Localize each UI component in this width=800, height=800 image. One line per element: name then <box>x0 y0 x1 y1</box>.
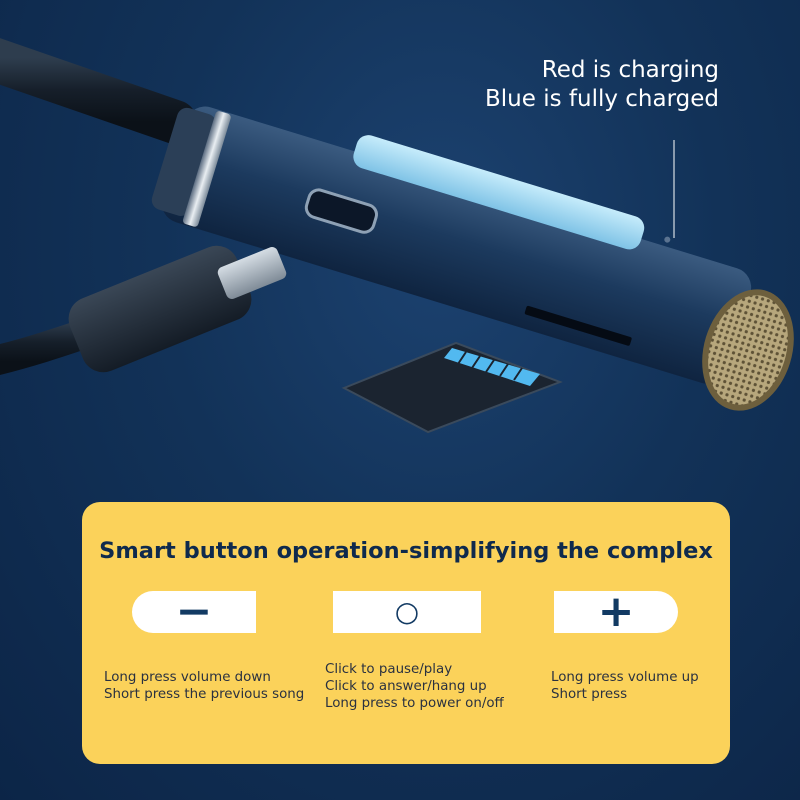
description-line: Click to pause/play <box>325 662 453 677</box>
controller-body <box>151 106 752 384</box>
tf-card-slot <box>524 305 632 346</box>
circle-icon: ○ <box>394 595 420 628</box>
description-line: Click to answer/hang up <box>325 679 487 694</box>
indicator-charged-text: Blue is fully charged <box>485 86 719 112</box>
description-line: Long press volume down <box>104 670 271 685</box>
play-pause-button[interactable]: ○ <box>333 591 481 633</box>
micro-sd-card <box>341 341 563 434</box>
indicator-charging-text: Red is charging <box>541 57 719 83</box>
indicator-note: Red is charging Blue is fully charged <box>485 56 719 114</box>
minus-icon: − <box>175 586 213 637</box>
usb-charging-cable <box>0 245 287 375</box>
plus-icon: + <box>597 586 635 637</box>
button-guide-panel: Smart button operation-simplifying the c… <box>82 502 730 764</box>
indicator-light <box>664 236 671 243</box>
play-pause-description: Click to pause/play Click to answer/hang… <box>325 661 504 712</box>
description-line: Long press volume up <box>551 670 699 685</box>
button-strip[interactable] <box>350 132 647 252</box>
product-photo <box>0 38 794 434</box>
description-line: Long press to power on/off <box>325 696 504 711</box>
micro-usb-port <box>304 188 378 234</box>
description-line: Short press the previous song <box>104 687 305 702</box>
volume-up-description: Long press volume up Short press <box>551 669 699 703</box>
volume-down-description: Long press volume down Short press the p… <box>104 669 304 703</box>
speaker-mesh <box>702 289 794 411</box>
description-line: Short press <box>551 687 628 702</box>
volume-up-button[interactable]: + <box>554 586 678 637</box>
volume-down-button[interactable]: − <box>132 586 256 637</box>
panel-title: Smart button operation-simplifying the c… <box>99 538 713 564</box>
earphone-wire <box>0 38 197 144</box>
